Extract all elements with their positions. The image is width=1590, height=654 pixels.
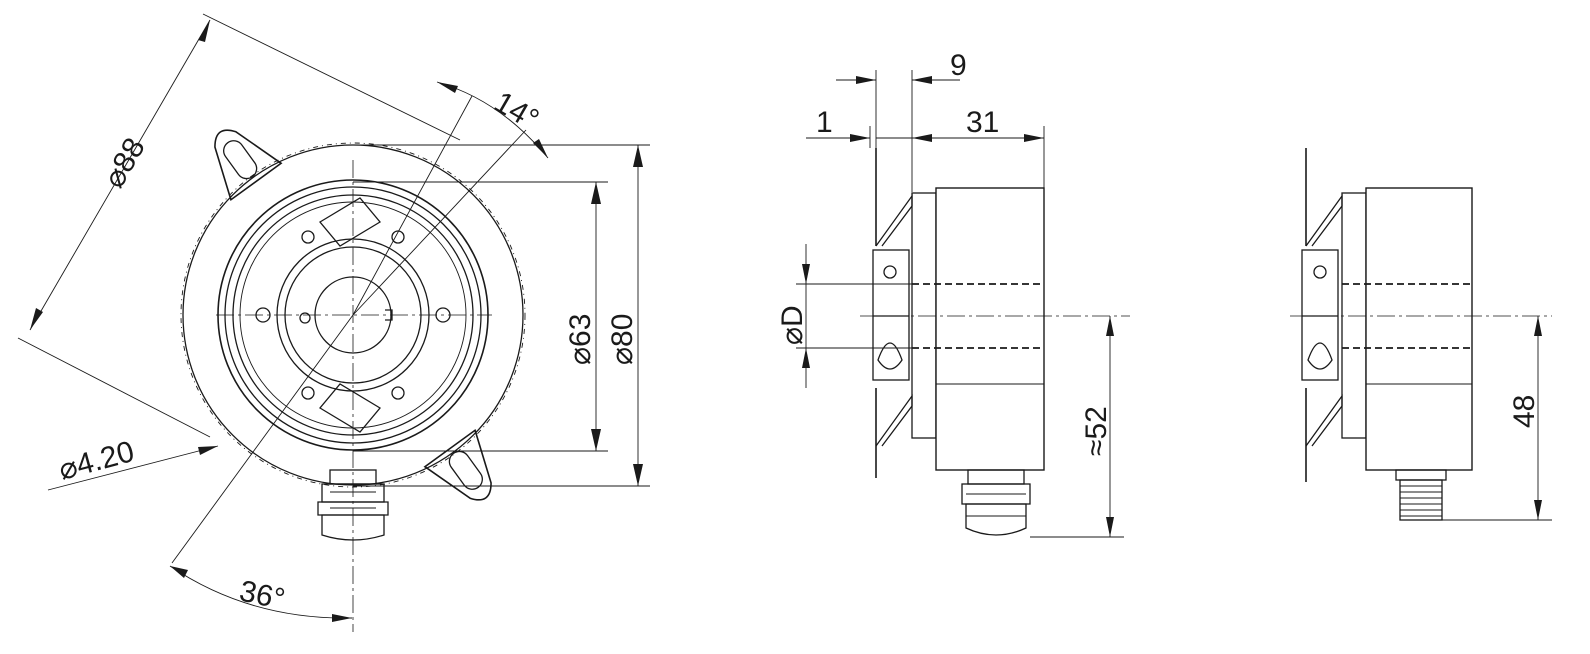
dim-1-label: 1 — [816, 106, 833, 139]
diameter-symbol: ⌀ — [564, 347, 597, 365]
dim-48-label: 48 — [1508, 395, 1541, 428]
dim-80-label: ⌀80 — [606, 314, 639, 365]
dim-9-label: 9 — [950, 49, 967, 82]
side-view-cable: 9 1 31 ⌀D ≈52 — [776, 49, 1130, 538]
dim-63-label: ⌀63 — [564, 314, 597, 365]
dim-88-label: ⌀88 — [97, 132, 151, 193]
dim-31-label: 31 — [966, 106, 999, 139]
dim-D-value: D — [776, 305, 809, 327]
angle-36-label: 36° — [237, 575, 288, 617]
diameter-symbol: ⌀ — [776, 327, 809, 345]
dim-D-label: ⌀D — [776, 305, 809, 345]
dim-52-label: ≈52 — [1080, 406, 1113, 456]
dim-80-value: 80 — [606, 314, 639, 347]
dim-4-20-label: ⌀4.20 — [55, 435, 137, 487]
angle-14-label: 14° — [489, 85, 545, 136]
side-view-connector: 48 — [1290, 148, 1552, 521]
front-view: ⌀88 14° 36° ⌀4.20 ⌀63 — [17, 13, 650, 632]
dim-63-value: 63 — [564, 314, 597, 347]
dim-4-20-value: 4.20 — [73, 435, 138, 482]
diameter-symbol: ⌀ — [606, 347, 639, 365]
